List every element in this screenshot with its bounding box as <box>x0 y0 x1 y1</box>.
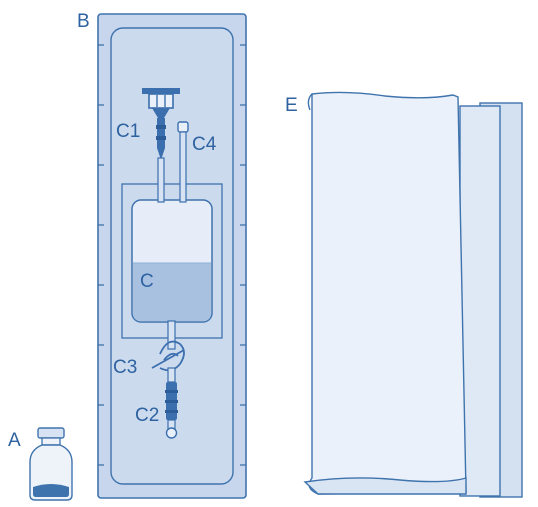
c1-spike-shaft <box>157 118 165 148</box>
vial-a <box>29 427 73 501</box>
c1-cap-top <box>142 88 180 94</box>
c1-tube <box>157 157 165 203</box>
label-c: C <box>140 271 154 292</box>
drape-top-roll <box>307 93 313 111</box>
pouch-edge-notches <box>98 44 246 466</box>
drape-bottom-fold <box>303 477 467 495</box>
c1-collar <box>152 108 170 118</box>
c2-cap <box>165 427 178 439</box>
bag-liquid <box>133 263 211 321</box>
vial-liquid <box>33 484 69 497</box>
connector-c2 <box>165 367 178 439</box>
c1-cap-body <box>148 93 174 109</box>
label-a: A <box>8 430 21 451</box>
label-c1: C1 <box>116 121 140 142</box>
vial-cap <box>37 427 65 439</box>
drape-front-fold <box>308 91 467 495</box>
c4-tip <box>177 121 189 133</box>
bag-c <box>131 199 213 323</box>
drape-e <box>303 91 523 498</box>
label-b: B <box>77 11 90 32</box>
label-c2: C2 <box>135 405 159 426</box>
label-e: E <box>285 95 298 116</box>
bag-outlet-tube <box>167 320 176 350</box>
vial-neck <box>41 437 61 446</box>
label-c3: C3 <box>113 357 137 378</box>
drape-back-layer-1 <box>459 105 501 497</box>
tube-port-c4 <box>177 121 189 203</box>
label-c4: C4 <box>192 134 217 155</box>
c4-tube <box>179 131 187 203</box>
spike-port-c1 <box>142 88 180 203</box>
